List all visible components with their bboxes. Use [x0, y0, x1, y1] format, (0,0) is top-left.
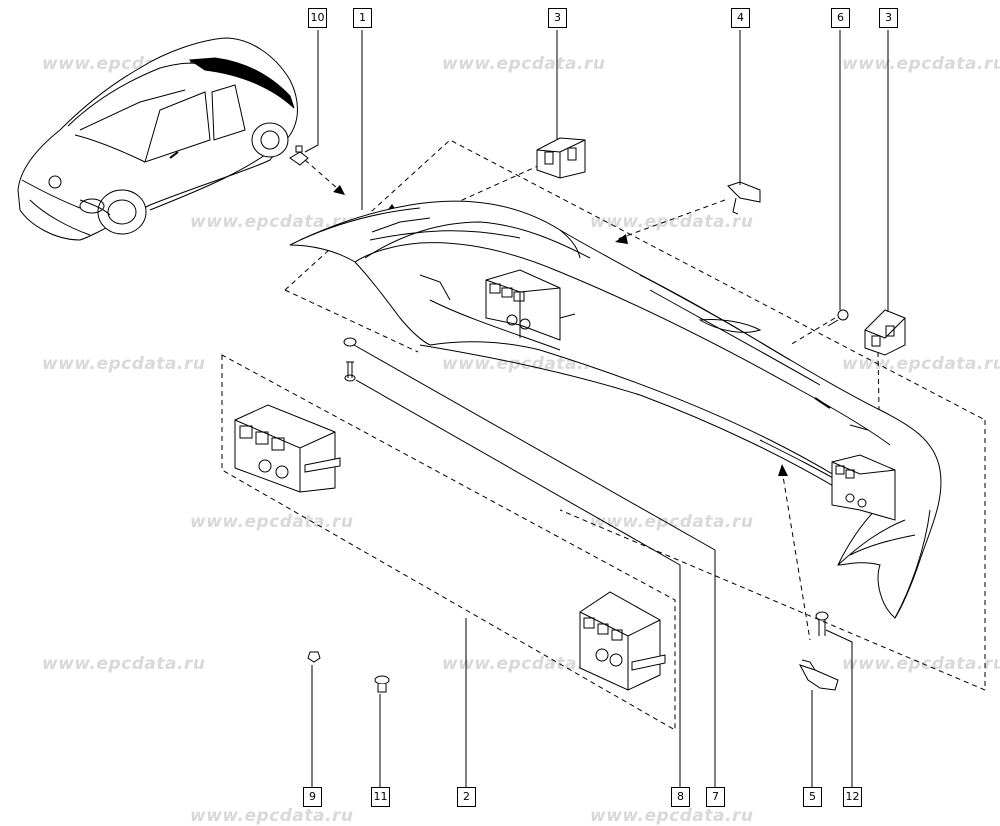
- bracket-part-5: [798, 659, 839, 691]
- watermark: www.epcdata.ru: [42, 654, 206, 674]
- callout-1: 1: [353, 8, 372, 28]
- car-illustration: [17, 37, 298, 241]
- callout-5: 5: [803, 787, 822, 807]
- callout-2: 2: [457, 787, 476, 807]
- clip-part-10: [289, 145, 309, 166]
- bumper-bracket-right: [831, 454, 896, 521]
- bolt-part-8: [344, 361, 356, 382]
- callout-9: 9: [303, 787, 322, 807]
- callout-6: 6: [831, 8, 850, 28]
- callout-8: 8: [671, 787, 690, 807]
- callout-3-left: 3: [548, 8, 567, 28]
- watermark: www.epcdata.ru: [590, 212, 754, 232]
- watermark: www.epcdata.ru: [442, 354, 606, 374]
- watermark: www.epcdata.ru: [590, 512, 754, 532]
- watermark: www.epcdata.ru: [842, 654, 1000, 674]
- bracket-part-3-left: [536, 137, 586, 179]
- watermark: www.epcdata.ru: [442, 54, 606, 74]
- bumper-shell: [289, 200, 942, 619]
- callout-10: 10: [308, 8, 327, 28]
- callout-4: 4: [731, 8, 750, 28]
- callout-11: 11: [371, 787, 390, 807]
- callout-12: 12: [843, 787, 862, 807]
- callout-3-right: 3: [879, 8, 898, 28]
- bracket-part-3-right: [864, 309, 906, 356]
- screw-part-12: [815, 611, 829, 636]
- watermark: www.epcdata.ru: [842, 54, 1000, 74]
- clip-part-4: [727, 181, 761, 215]
- callout-7: 7: [706, 787, 725, 807]
- watermark: www.epcdata.ru: [42, 354, 206, 374]
- watermark: www.epcdata.ru: [442, 654, 606, 674]
- side-bracket-left: [234, 404, 341, 493]
- washer-part-7: [343, 337, 357, 347]
- leader-lines: [304, 30, 889, 787]
- watermark: www.epcdata.ru: [842, 354, 1000, 374]
- watermark: www.epcdata.ru: [190, 512, 354, 532]
- pin-part-9: [307, 651, 321, 663]
- bumper-bracket-left: [485, 269, 576, 341]
- watermark: www.epcdata.ru: [190, 212, 354, 232]
- bolt-part-11: [374, 675, 390, 693]
- side-bracket-right: [579, 591, 666, 691]
- screw-part-6: [827, 309, 849, 327]
